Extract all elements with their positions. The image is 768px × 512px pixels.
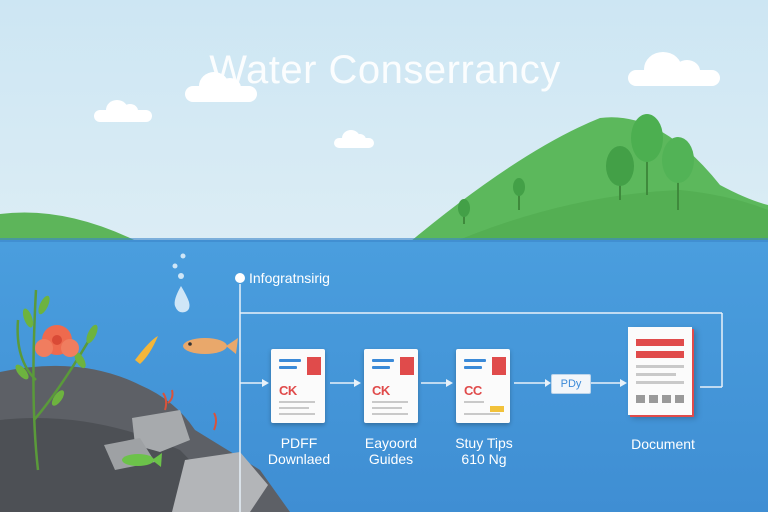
flow-connector	[239, 284, 723, 512]
cloud	[334, 130, 374, 148]
doc-tag: CK	[279, 383, 297, 398]
tree-icon	[606, 146, 634, 200]
waterline	[0, 238, 768, 242]
document-icon[interactable]: CK	[364, 349, 418, 423]
step-label-line2: Downlaed	[267, 451, 331, 467]
fish-icon	[122, 453, 162, 467]
step-label-line1: Stuy Tips	[455, 435, 513, 451]
tree-icon	[631, 114, 663, 195]
pdy-badge[interactable]: PDy	[551, 374, 591, 394]
tree-icon	[662, 137, 694, 210]
document-icon[interactable]: CK	[271, 349, 325, 423]
step-label-line1: PDFF	[280, 435, 318, 451]
cloud	[185, 72, 257, 102]
leaf-icon	[15, 295, 98, 406]
coral-icon	[162, 389, 217, 431]
step-label: Eayoord Guides	[336, 435, 446, 467]
step-label-line2: 610 Ng	[461, 451, 507, 467]
tree-icon	[513, 178, 525, 210]
flower-icon	[35, 325, 79, 357]
step-label-line2: Guides	[368, 451, 414, 467]
flow-start-dot	[235, 273, 245, 283]
final-document-label: Document	[631, 436, 695, 452]
step-label: Stuy Tips 610 Ng	[429, 435, 539, 467]
doc-tag: CK	[372, 383, 390, 398]
doc-tag: CC	[464, 383, 482, 398]
water-drop-icon	[172, 253, 190, 313]
final-document-icon[interactable]	[628, 327, 692, 415]
document-icon[interactable]: CC	[456, 349, 510, 423]
arrow-icon	[262, 379, 627, 387]
fish-icon	[183, 338, 238, 354]
page-title: Water Conserrancy	[209, 48, 561, 92]
step-label: PDFF Downlaed	[244, 435, 354, 467]
step-label-line1: Eayoord	[364, 435, 418, 451]
cloud	[628, 52, 720, 86]
cloud	[94, 100, 152, 122]
leaf-icon	[135, 336, 158, 364]
flow-label: Infogratnsirig	[249, 270, 330, 286]
tree-icon	[458, 199, 470, 224]
